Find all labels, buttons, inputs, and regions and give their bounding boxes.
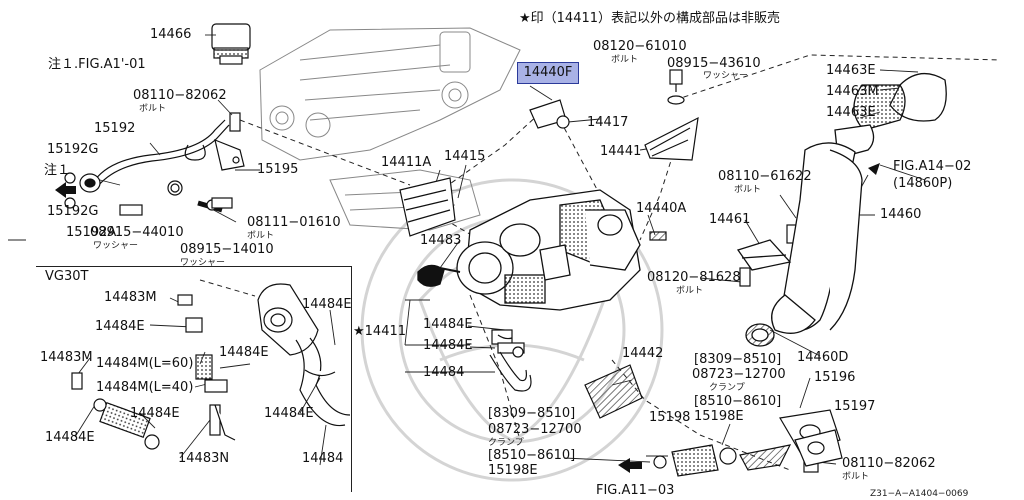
label-14463E-mid[interactable]: 14463E bbox=[826, 105, 876, 120]
vg30t-inset bbox=[71, 283, 351, 450]
label-08915-44010[interactable]: 08915−44010 bbox=[90, 225, 184, 240]
label-range-8510-8610-l: [8510−8610] bbox=[488, 448, 576, 463]
label-15198[interactable]: 15198 bbox=[649, 410, 691, 425]
label-14484-box[interactable]: 14484 bbox=[302, 451, 344, 466]
label-14441[interactable]: 14441 bbox=[600, 144, 642, 159]
label-14483M-box[interactable]: 14483M bbox=[104, 290, 157, 305]
label-14484E-main1[interactable]: 14484E bbox=[423, 317, 473, 332]
label-washer-c: ワッシャー bbox=[180, 258, 226, 268]
label-14484E-box2[interactable]: 14484E bbox=[219, 345, 269, 360]
heat-shields bbox=[399, 99, 699, 419]
bolts-and-washers bbox=[206, 69, 819, 473]
label-15192[interactable]: 15192 bbox=[94, 121, 136, 136]
label-14483M-box2[interactable]: 14483M bbox=[40, 350, 93, 365]
label-15198E-r[interactable]: 15198E bbox=[694, 409, 744, 424]
label-bolt-c: ボルト bbox=[734, 185, 762, 195]
label-14440A[interactable]: 14440A bbox=[636, 201, 687, 216]
label-14484E-main2[interactable]: 14484E bbox=[423, 338, 473, 353]
label-range-8510-8610-r: [8510−8610] bbox=[694, 394, 782, 409]
label-fig-a14-02[interactable]: FIG.A14−02 bbox=[893, 159, 972, 174]
section-title: VG30T bbox=[45, 269, 89, 284]
label-bolt-d: ボルト bbox=[247, 231, 275, 241]
lower-right-parts bbox=[653, 409, 843, 477]
label-bolt-f: ボルト bbox=[842, 472, 870, 482]
label-14484-main[interactable]: 14484 bbox=[423, 365, 465, 380]
label-14417[interactable]: 14417 bbox=[587, 115, 629, 130]
label-08915-43610[interactable]: 08915−43610 bbox=[667, 56, 761, 71]
label-08120-61010[interactable]: 08120−61010 bbox=[593, 39, 687, 54]
label-range-8309-8510-r: [8309−8510] bbox=[694, 352, 782, 367]
reference-code: Z31−A−A1404−0069 bbox=[870, 489, 969, 499]
label-14411A[interactable]: 14411A bbox=[381, 155, 432, 170]
label-08110-82062-top[interactable]: 08110−82062 bbox=[133, 88, 227, 103]
label-14484M-60[interactable]: 14484M(L=60) bbox=[96, 356, 194, 371]
label-14484E-box3[interactable]: 14484E bbox=[130, 406, 180, 421]
label-14461[interactable]: 14461 bbox=[709, 212, 751, 227]
label-range-8309-8510-l: [8309−8510] bbox=[488, 406, 576, 421]
label-14483-main[interactable]: 14483 bbox=[420, 233, 462, 248]
label-15195[interactable]: 15195 bbox=[257, 162, 299, 177]
label-14460[interactable]: 14460 bbox=[880, 207, 922, 222]
label-15198E-l[interactable]: 15198E bbox=[488, 463, 538, 478]
label-clamp-l: クランプ bbox=[488, 438, 524, 448]
arrows bbox=[55, 163, 880, 473]
note-marker: 注１ bbox=[44, 163, 71, 178]
label-14484E-box4[interactable]: 14484E bbox=[264, 406, 314, 421]
label-08915-14010[interactable]: 08915−14010 bbox=[180, 242, 274, 257]
label-bolt-b: ボルト bbox=[139, 104, 167, 114]
label-14463M[interactable]: 14463M bbox=[826, 84, 879, 99]
hose-15192 bbox=[64, 112, 245, 216]
label-14484E-box-r[interactable]: 14484E bbox=[302, 297, 352, 312]
label-star-14411[interactable]: ★14411 bbox=[353, 324, 407, 339]
label-15192G-bot[interactable]: 15192G bbox=[47, 204, 99, 219]
label-14483N[interactable]: 14483N bbox=[178, 451, 230, 466]
label-bolt-e: ボルト bbox=[676, 286, 704, 296]
label-15192A[interactable]: 15192A bbox=[66, 225, 117, 240]
label-14484E-box1[interactable]: 14484E bbox=[95, 319, 145, 334]
label-15197[interactable]: 15197 bbox=[834, 399, 876, 414]
label-fig-a14-02-sub: (14860P) bbox=[893, 176, 953, 191]
sensor-14466 bbox=[211, 23, 251, 65]
label-14463E-top[interactable]: 14463E bbox=[826, 63, 876, 78]
label-14442[interactable]: 14442 bbox=[622, 346, 664, 361]
label-fig-a11-03[interactable]: FIG.A11−03 bbox=[596, 483, 675, 498]
label-washer-b: ワッシャー bbox=[93, 241, 139, 251]
label-14466[interactable]: 14466 bbox=[150, 27, 192, 42]
label-15192G-top[interactable]: 15192G bbox=[47, 142, 99, 157]
label-14484M-40[interactable]: 14484M(L=40) bbox=[96, 380, 194, 395]
label-15196[interactable]: 15196 bbox=[814, 370, 856, 385]
note-fig: 注１.FIG.A1'-01 bbox=[48, 57, 146, 72]
label-washer-a: ワッシャー bbox=[703, 71, 749, 81]
hose-14484 bbox=[489, 334, 532, 392]
intake-pipe-14460 bbox=[736, 73, 947, 347]
label-clamp-r: クランプ bbox=[709, 383, 745, 393]
engine-manifold-outline bbox=[259, 27, 521, 231]
vg30t-section-box bbox=[36, 266, 352, 492]
label-08111-01610[interactable]: 08111−01610 bbox=[247, 215, 341, 230]
label-14460D[interactable]: 14460D bbox=[797, 350, 849, 365]
note-star: ★印（14411）表記以外の構成部品は非販売 bbox=[519, 11, 781, 26]
label-08723-12700-l[interactable]: 08723−12700 bbox=[488, 422, 582, 437]
label-08110-61622[interactable]: 08110−61622 bbox=[718, 169, 812, 184]
label-08120-81628[interactable]: 08120−81628 bbox=[647, 270, 741, 285]
label-14484E-box5[interactable]: 14484E bbox=[45, 430, 95, 445]
highlighted-part-label[interactable]: 14440F bbox=[517, 62, 579, 84]
label-08110-82062-bot[interactable]: 08110−82062 bbox=[842, 456, 936, 471]
turbocharger-14411 bbox=[417, 189, 641, 311]
label-08723-12700-r[interactable]: 08723−12700 bbox=[692, 367, 786, 382]
label-14415[interactable]: 14415 bbox=[444, 149, 486, 164]
label-bolt-a: ボルト bbox=[611, 55, 639, 65]
